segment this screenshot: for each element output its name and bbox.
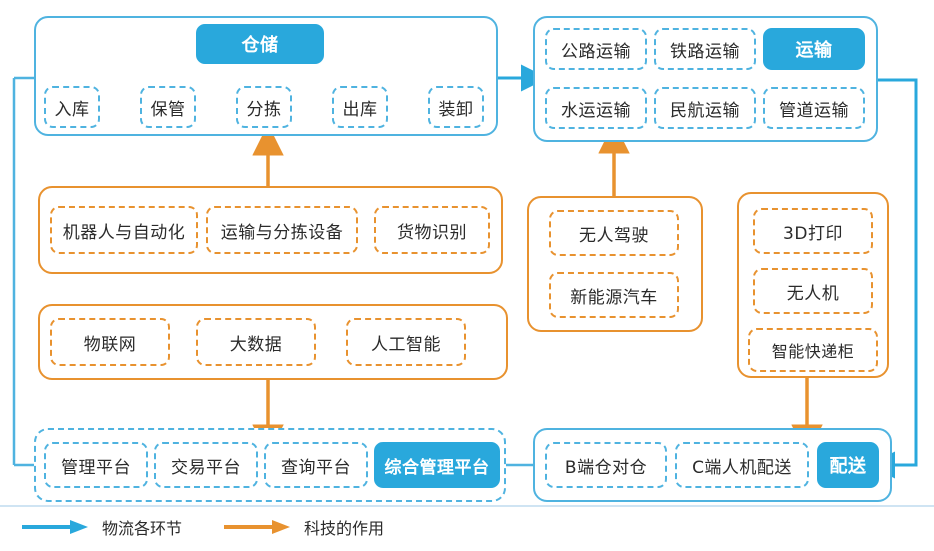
warehouse-step-0[interactable]: 入库 <box>44 86 100 128</box>
warehouse-badge[interactable]: 仓储 <box>196 24 324 64</box>
tech-information-2[interactable]: 人工智能 <box>346 318 466 366</box>
transport-mode-pipeline[interactable]: 管道运输 <box>763 87 865 129</box>
legend-item-logistics: 物流各环节 <box>20 515 182 539</box>
tech-lastmile-1[interactable]: 无人机 <box>753 268 873 314</box>
platforms-badge[interactable]: 综合管理平台 <box>374 442 500 488</box>
platform-item-2[interactable]: 查询平台 <box>264 442 368 488</box>
arrow-right-icon <box>224 520 290 534</box>
delivery-badge[interactable]: 配送 <box>817 442 879 488</box>
arrow-right-icon <box>22 520 88 534</box>
warehouse-step-3[interactable]: 出库 <box>332 86 388 128</box>
legend-divider <box>0 505 934 507</box>
platform-item-0[interactable]: 管理平台 <box>44 442 148 488</box>
transport-mode-water[interactable]: 水运运输 <box>545 87 647 129</box>
warehouse-step-4[interactable]: 装卸 <box>428 86 484 128</box>
tech-equipment-2[interactable]: 货物识别 <box>374 206 490 254</box>
tech-information-0[interactable]: 物联网 <box>50 318 170 366</box>
tech-vehicle-1[interactable]: 新能源汽车 <box>549 272 679 318</box>
tech-information-1[interactable]: 大数据 <box>196 318 316 366</box>
transport-mode-air[interactable]: 民航运输 <box>654 87 756 129</box>
delivery-item-0[interactable]: B端仓对仓 <box>545 442 667 488</box>
platform-item-1[interactable]: 交易平台 <box>154 442 258 488</box>
legend: 物流各环节 科技的作用 <box>0 505 934 551</box>
tech-lastmile-2[interactable]: 智能快递柜 <box>748 328 878 372</box>
legend-item-technology: 科技的作用 <box>222 515 384 539</box>
transport-mode-railway[interactable]: 铁路运输 <box>654 28 756 70</box>
warehouse-step-2[interactable]: 分拣 <box>236 86 292 128</box>
delivery-item-1[interactable]: C端人机配送 <box>675 442 809 488</box>
warehouse-step-1[interactable]: 保管 <box>140 86 196 128</box>
transport-badge[interactable]: 运输 <box>763 28 865 70</box>
wire-left-spine <box>12 76 34 467</box>
tech-equipment-1[interactable]: 运输与分拣设备 <box>206 206 358 254</box>
transport-mode-highway[interactable]: 公路运输 <box>545 28 647 70</box>
legend-label-logistics: 物流各环节 <box>102 519 183 538</box>
tech-lastmile-0[interactable]: 3D打印 <box>753 208 873 254</box>
legend-label-technology: 科技的作用 <box>304 519 385 538</box>
tech-vehicle-0[interactable]: 无人驾驶 <box>549 210 679 256</box>
tech-equipment-0[interactable]: 机器人与自动化 <box>50 206 198 254</box>
